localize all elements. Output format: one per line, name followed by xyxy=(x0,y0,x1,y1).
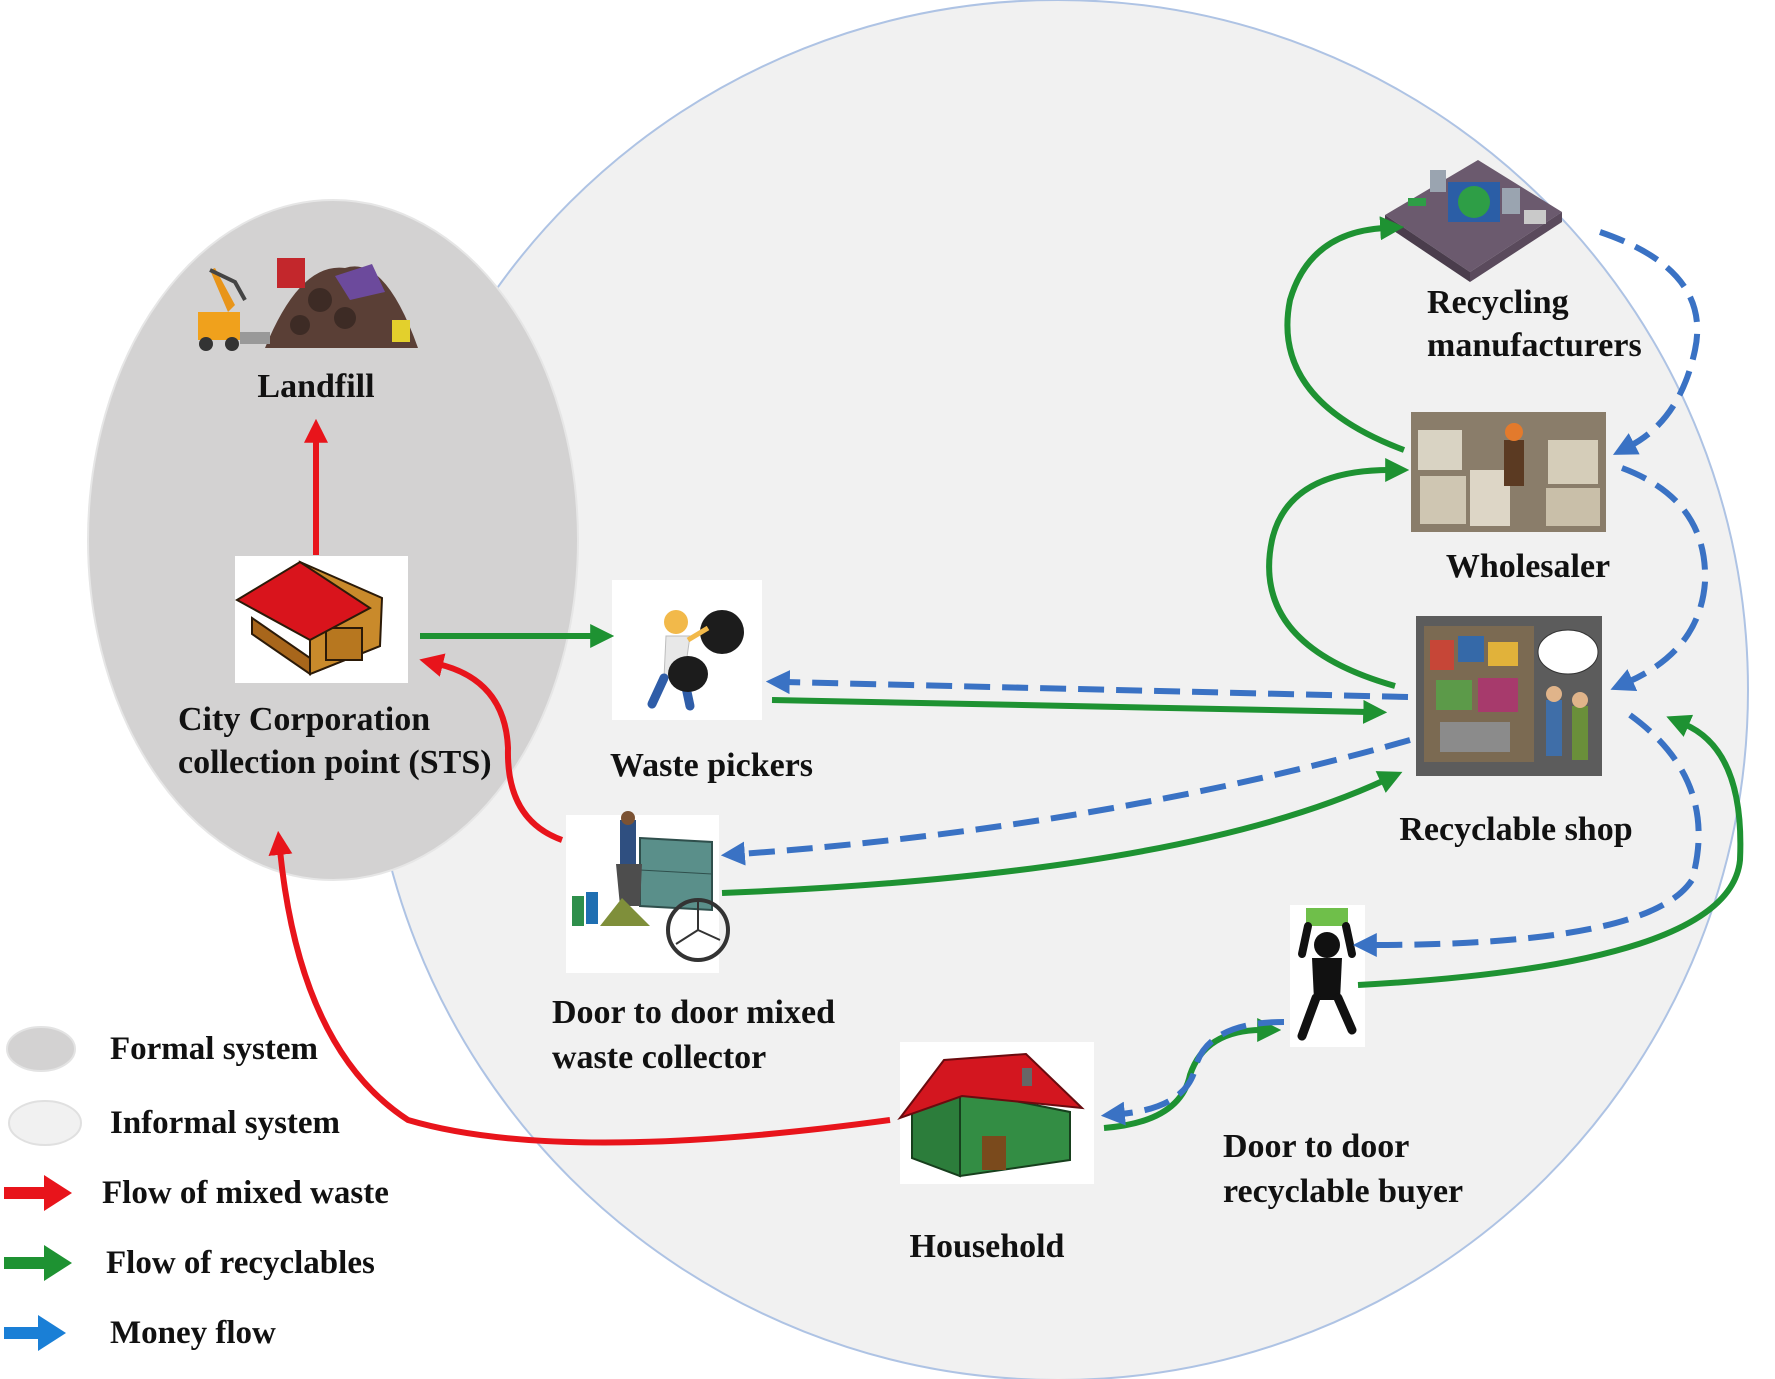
manufacturers-label-line1: Recycling xyxy=(1427,284,1569,321)
manufacturers-label-line2: manufacturers xyxy=(1427,327,1642,364)
bales-icon xyxy=(1411,412,1606,532)
rickshaw-van-icon xyxy=(566,811,730,973)
house-icon xyxy=(897,1042,1094,1184)
arrow-shop-to-wholesaler xyxy=(1266,458,1410,689)
recyclable-buyer-label-line1: Door to door xyxy=(1223,1128,1409,1165)
household-label: Household xyxy=(910,1228,1065,1265)
legend-mixed-waste-label: Flow of mixed waste xyxy=(102,1175,389,1211)
recyclable-buyer-label-line2: recyclable buyer xyxy=(1223,1173,1463,1210)
money-buyer-to-household xyxy=(1100,1019,1285,1126)
collection-shed-icon xyxy=(234,556,408,683)
money-shop-to-pickers xyxy=(765,670,1409,700)
arrow-household-to-sts xyxy=(268,830,891,1146)
waste-picker-icon xyxy=(612,580,762,720)
mixed-collector-label-line2: waste collector xyxy=(552,1039,766,1076)
legend-formal-swatch xyxy=(6,1026,76,1072)
legend: Formal system Informal system Flow of mi… xyxy=(4,1026,389,1351)
wholesaler-label: Wholesaler xyxy=(1446,548,1610,585)
legend-informal-label: Informal system xyxy=(110,1105,340,1141)
recyclable-shop-label: Recyclable shop xyxy=(1399,811,1632,848)
formal-system-region xyxy=(87,199,579,881)
shop-icon xyxy=(1416,616,1602,776)
money-manufacturers-to-wholesaler xyxy=(1599,229,1701,455)
legend-money-arrow xyxy=(4,1315,66,1351)
sts-label-line1: City Corporation xyxy=(178,701,430,738)
mixed-collector-label-line1: Door to door mixed xyxy=(552,994,835,1031)
arrow-collector-to-shop xyxy=(721,771,1403,896)
landfill-icon xyxy=(198,258,418,351)
legend-recyclables-label: Flow of recyclables xyxy=(106,1245,375,1281)
waste-pickers-label: Waste pickers xyxy=(610,747,813,784)
legend-recyclables-arrow xyxy=(4,1245,72,1281)
legend-informal-swatch xyxy=(8,1100,82,1146)
money-wholesaler-to-shop xyxy=(1610,465,1709,692)
money-shop-to-collector xyxy=(720,737,1411,866)
money-shop-to-buyer xyxy=(1352,712,1702,957)
legend-formal-label: Formal system xyxy=(110,1031,318,1067)
arrow-collector-to-sts xyxy=(419,653,564,843)
arrow-pickers-to-shop xyxy=(771,697,1388,724)
buyer-silhouette-icon xyxy=(1290,905,1365,1047)
landfill-label: Landfill xyxy=(257,368,374,405)
arrow-buyer-to-shop xyxy=(1357,714,1744,988)
sts-label-line2: collection point (STS) xyxy=(178,744,492,781)
arrow-wholesaler-to-manufacturers xyxy=(1284,216,1406,453)
legend-mixed-waste-arrow xyxy=(4,1175,72,1211)
legend-money-label: Money flow xyxy=(110,1315,276,1351)
factory-icon xyxy=(1385,160,1562,282)
